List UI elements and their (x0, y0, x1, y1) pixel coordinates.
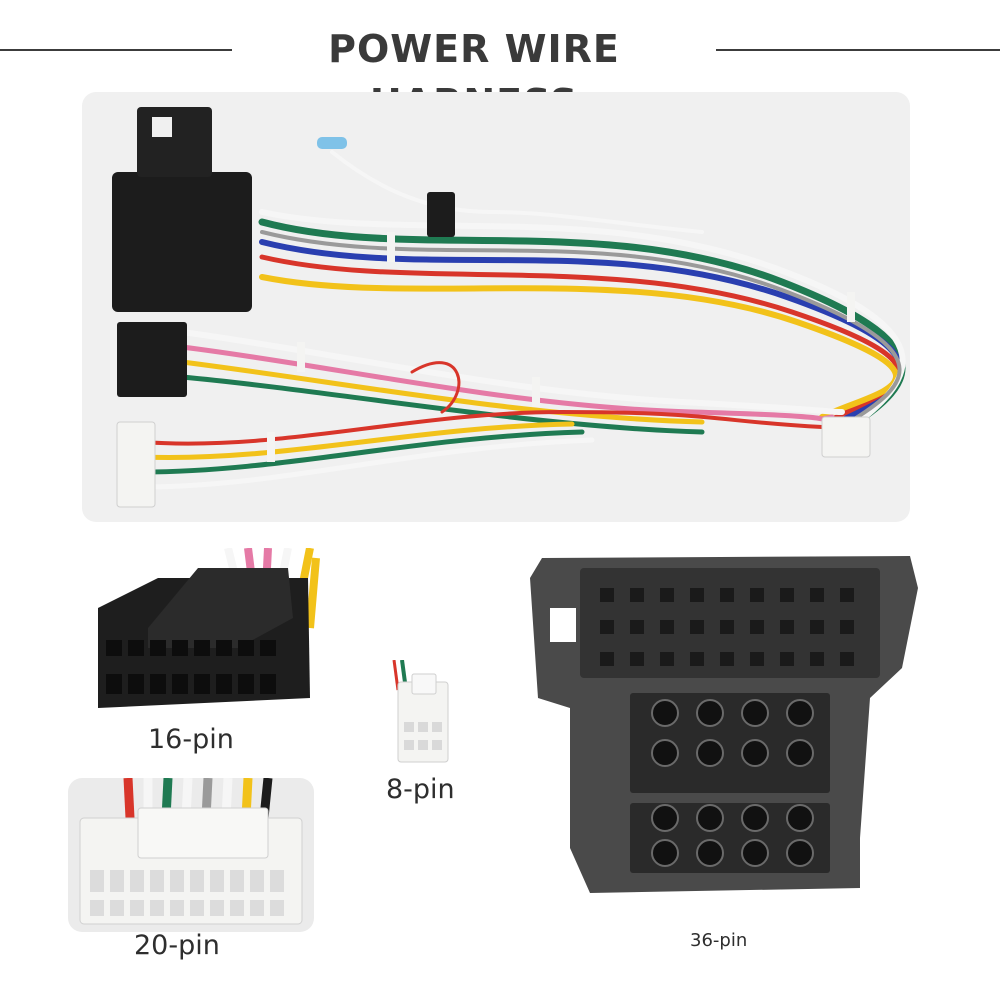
title-rule-right (716, 49, 1000, 51)
label-16-pin: 16-pin (148, 724, 234, 755)
harness-photo (112, 107, 906, 508)
label-20-pin: 20-pin (134, 930, 220, 961)
connector-16-pin-photo (98, 548, 320, 708)
harness-photo-panel (82, 92, 910, 522)
title-rule-left (0, 49, 232, 51)
connector-20-pin-panel (68, 778, 314, 932)
title-row: POWER WIRE HARNESS (0, 22, 1000, 125)
connector-20-pin-photo (79, 778, 303, 925)
connector-8-pin-photo (392, 660, 449, 763)
connector-36-pin-photo (530, 556, 918, 893)
label-8-pin: 8-pin (386, 774, 455, 805)
label-36-pin: 36-pin (690, 930, 748, 951)
